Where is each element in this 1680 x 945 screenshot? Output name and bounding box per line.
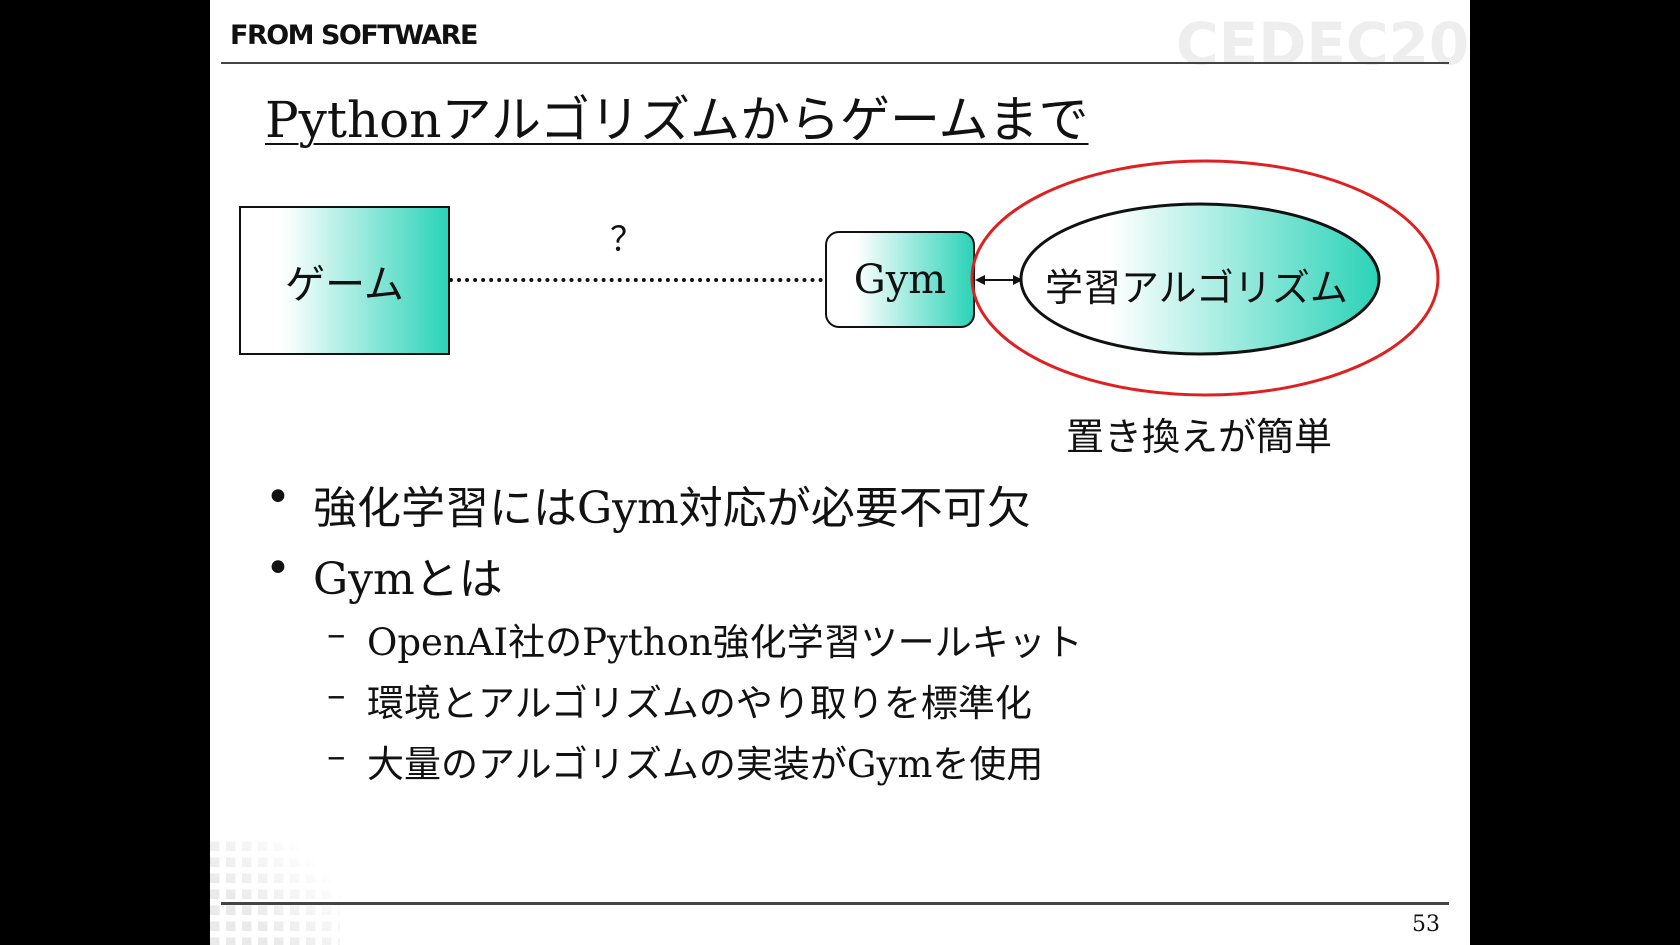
page-number: 53 — [1412, 912, 1440, 937]
from-software-logo: FROM SOFTWARE — [230, 20, 478, 51]
bullet-symbol: • — [265, 472, 291, 523]
question-mark: ？ — [610, 220, 644, 260]
gym-box: Gym — [825, 231, 975, 328]
bullet-symbol: • — [265, 543, 291, 594]
slide-title: Pythonアルゴリズムからゲームまで — [265, 91, 1089, 149]
algorithm-ellipse — [1019, 202, 1381, 356]
slide: CEDEC2020 FROM SOFTWARE Pythonアルゴリズムからゲー… — [210, 0, 1470, 945]
footer-divider — [221, 902, 1449, 905]
sub-dash: – — [327, 673, 346, 716]
gym-label: Gym — [853, 256, 947, 303]
highlight-ellipse — [970, 159, 1440, 397]
game-box: ゲーム — [239, 206, 450, 355]
sub-bullet-1: OpenAI社のPython強化学習ツールキット — [367, 621, 1083, 664]
decorative-pattern — [210, 835, 340, 945]
sub-bullet-3: 大量のアルゴリズムの実装がGymを使用 — [367, 743, 1044, 786]
sub-bullet-2: 環境とアルゴリズムのやり取りを標準化 — [367, 682, 1032, 725]
sub-dash: – — [327, 612, 346, 655]
cedec-watermark: CEDEC2020 — [1176, 10, 1470, 78]
dotted-connection — [449, 278, 823, 282]
sub-dash: – — [327, 734, 346, 777]
replace-caption: 置き換えが簡単 — [1066, 415, 1333, 459]
header-divider — [221, 62, 1449, 64]
bullet-1: 強化学習にはGym対応が必要不可欠 — [313, 483, 1031, 534]
bullet-2: Gymとは — [313, 554, 503, 605]
diagram-shapes — [970, 159, 1440, 397]
algorithm-label: 学習アルゴリズム — [1045, 266, 1348, 310]
game-label: ゲーム — [285, 261, 404, 308]
